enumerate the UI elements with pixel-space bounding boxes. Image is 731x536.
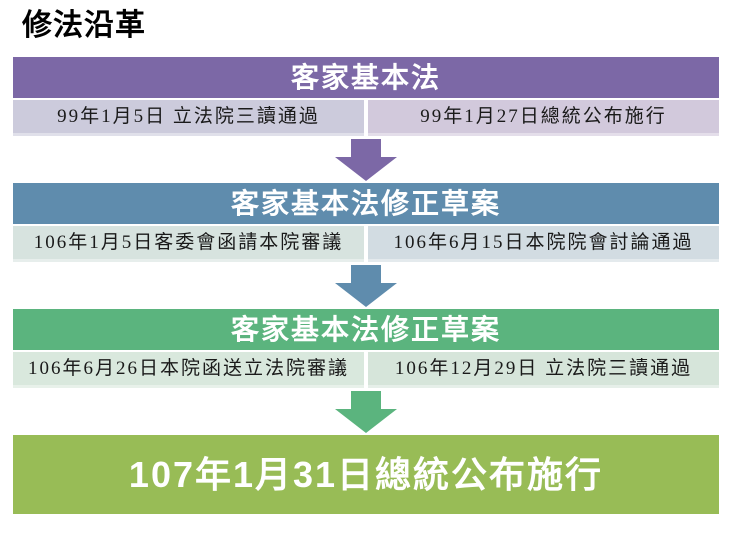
stage-header: 客家基本法修正草案 <box>13 183 719 224</box>
down-arrow-icon <box>13 391 719 433</box>
stage-amendment-draft-executive: 客家基本法修正草案 106年1月5日客委會函請本院審議 106年6月15日本院院… <box>13 183 719 307</box>
stage-header: 客家基本法修正草案 <box>13 309 719 350</box>
page-title: 修法沿革 <box>22 9 146 42</box>
stage-amendment-draft-legislative: 客家基本法修正草案 106年6月26日本院函送立法院審議 106年12月29日 … <box>13 309 719 433</box>
event-cell-cabinet-approved: 106年6月15日本院院會討論通過 <box>368 226 719 262</box>
result-banner: 107年1月31日總統公布施行 <box>13 435 719 514</box>
event-cell-promulgated: 99年1月27日總統公布施行 <box>368 100 719 136</box>
event-cell-sent-to-legislature: 106年6月26日本院函送立法院審議 <box>13 352 364 388</box>
stage-events-row: 99年1月5日 立法院三讀通過 99年1月27日總統公布施行 <box>13 100 719 136</box>
stage-header: 客家基本法 <box>13 57 719 98</box>
stage-events-row: 106年6月26日本院函送立法院審議 106年12月29日 立法院三讀通過 <box>13 352 719 388</box>
slide-canvas: 修法沿革 客家基本法 99年1月5日 立法院三讀通過 99年1月27日總統公布施… <box>0 6 731 536</box>
stage-hakka-basic-act: 客家基本法 99年1月5日 立法院三讀通過 99年1月27日總統公布施行 <box>13 57 719 181</box>
down-arrow-icon <box>13 139 719 181</box>
stage-events-row: 106年1月5日客委會函請本院審議 106年6月15日本院院會討論通過 <box>13 226 719 262</box>
event-cell-council-referral: 106年1月5日客委會函請本院審議 <box>13 226 364 262</box>
down-arrow-icon <box>13 265 719 307</box>
event-cell-passed-third-reading: 99年1月5日 立法院三讀通過 <box>13 100 364 136</box>
event-cell-third-reading-passed: 106年12月29日 立法院三讀通過 <box>368 352 719 388</box>
